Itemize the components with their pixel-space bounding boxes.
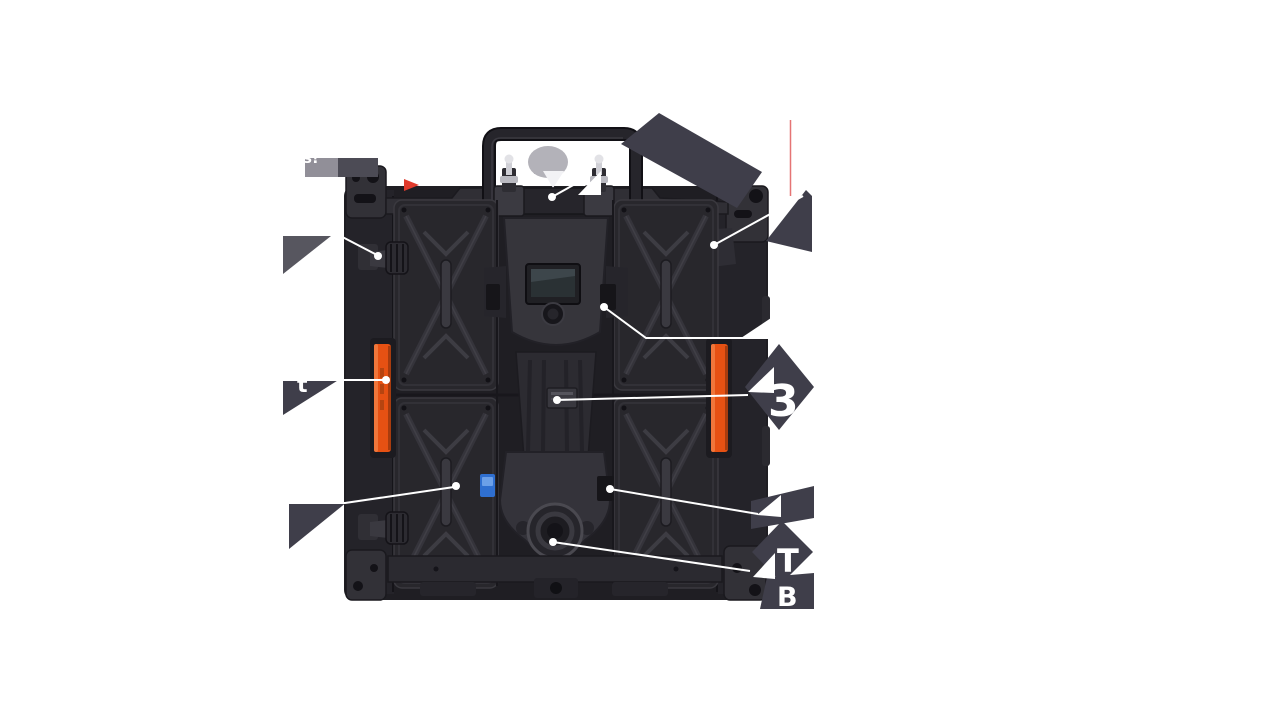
ribbon-lower-right-band <box>751 486 814 529</box>
callout-line-spine <box>556 394 749 401</box>
callout-line-corner-bracket <box>713 195 804 246</box>
callout-dots <box>374 193 718 546</box>
badge-band-B <box>760 573 814 609</box>
hub-button-center <box>547 308 559 320</box>
callout-dot <box>548 193 556 201</box>
fragment-left-handle: t <box>297 373 308 398</box>
lower-right-connector <box>597 476 614 501</box>
callout-arrow <box>753 553 775 579</box>
red-marker-arrow <box>404 179 419 191</box>
callout-dot <box>382 376 390 384</box>
latch-left <box>493 154 525 217</box>
callout-dot <box>553 396 561 404</box>
callout-dot <box>600 303 608 311</box>
hand-grip-highlight <box>528 146 568 188</box>
callout-dot <box>710 241 718 249</box>
callout-arrow <box>741 302 795 338</box>
callout-line-latch-plate <box>551 178 585 198</box>
callout-dot <box>606 485 614 493</box>
center-hub-top <box>484 217 628 346</box>
fragment-line1-T: T <box>777 542 799 580</box>
callout-line-lower-left <box>288 486 455 504</box>
ribbon-left-mid <box>283 379 340 415</box>
cabinet <box>344 127 770 601</box>
right-edge-tab <box>762 426 770 466</box>
panel-upper-left <box>394 200 498 390</box>
callout-line-knob <box>303 216 378 256</box>
callout-line-top-left <box>388 96 413 182</box>
ribbon-top-left-dark <box>338 158 378 177</box>
callout-line-lower-connector <box>609 488 759 515</box>
badge-number-3: 3 <box>768 376 799 427</box>
ribbon-top-right-a <box>621 113 762 208</box>
center-waist <box>515 351 597 459</box>
center-hub-bottom <box>498 451 614 560</box>
callout-line-vent <box>552 541 751 572</box>
badge-diamond-3 <box>745 344 814 430</box>
hub-left-connector <box>486 284 500 310</box>
fragment-top-left: s! <box>303 149 319 167</box>
label-ribbons <box>283 113 814 609</box>
top-handle-highlight <box>491 137 623 200</box>
usb-connector <box>480 474 495 497</box>
top-latch-plate <box>517 187 589 215</box>
locking-knob-lower <box>358 511 409 545</box>
ribbon-left-upper <box>283 236 331 274</box>
callout-arrow <box>578 171 601 195</box>
status-screen-gloss <box>531 269 575 282</box>
callout-arrow <box>757 495 781 517</box>
ribbon-top-left-light <box>305 158 338 177</box>
orange-handle-right <box>706 338 732 458</box>
callout-dot <box>549 538 557 546</box>
orange-handle-left <box>370 338 396 458</box>
fragment-line2-B: B <box>777 582 798 613</box>
callout-arrows <box>578 171 795 579</box>
label-fragments: s! t 3 T B <box>297 149 799 613</box>
corner-block-bottom-right <box>723 545 767 601</box>
callout-arrow <box>748 367 774 393</box>
ribbon-top-right-b <box>766 190 812 252</box>
corner-block-bottom-left <box>345 549 387 601</box>
ribbon-left-lower <box>289 502 347 549</box>
callout-dot <box>452 482 460 490</box>
callout-dot <box>374 252 382 260</box>
panel-upper-right <box>614 200 718 390</box>
bottom-rim <box>387 555 723 598</box>
